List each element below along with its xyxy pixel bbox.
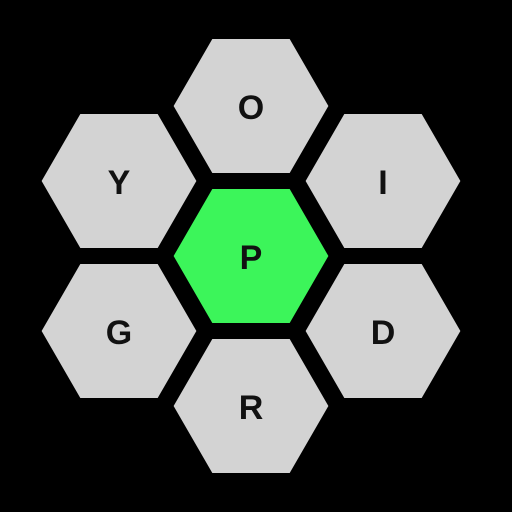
hex-tile-center-letter: P (240, 239, 263, 277)
hex-tile-bottom[interactable]: R (164, 331, 338, 481)
hex-tile-bottom-left-letter: G (106, 314, 132, 352)
hex-tile-top-left-letter: Y (108, 164, 131, 202)
hex-tile-center[interactable]: P (164, 181, 338, 331)
hex-tile-bottom-left[interactable]: G (32, 256, 206, 406)
hex-tile-top-left[interactable]: Y (32, 106, 206, 256)
hex-tile-top-shape (164, 31, 338, 181)
hex-tile-bottom-letter: R (239, 389, 264, 427)
hex-tile-bottom-right[interactable]: D (296, 256, 470, 406)
hex-tile-center-shape (164, 181, 338, 331)
hex-tile-bottom-shape (164, 331, 338, 481)
hex-tile-top-right[interactable]: I (296, 106, 470, 256)
hex-tile-top-letter: O (238, 89, 264, 127)
hex-tile-top-left-shape (32, 106, 206, 256)
hex-tile-bottom-left-shape (32, 256, 206, 406)
hex-tile-bottom-right-letter: D (371, 314, 396, 352)
hex-tile-top[interactable]: O (164, 31, 338, 181)
hex-tile-bottom-right-shape (296, 256, 470, 406)
hex-tile-top-right-shape (296, 106, 470, 256)
hex-tile-top-right-letter: I (378, 164, 387, 202)
